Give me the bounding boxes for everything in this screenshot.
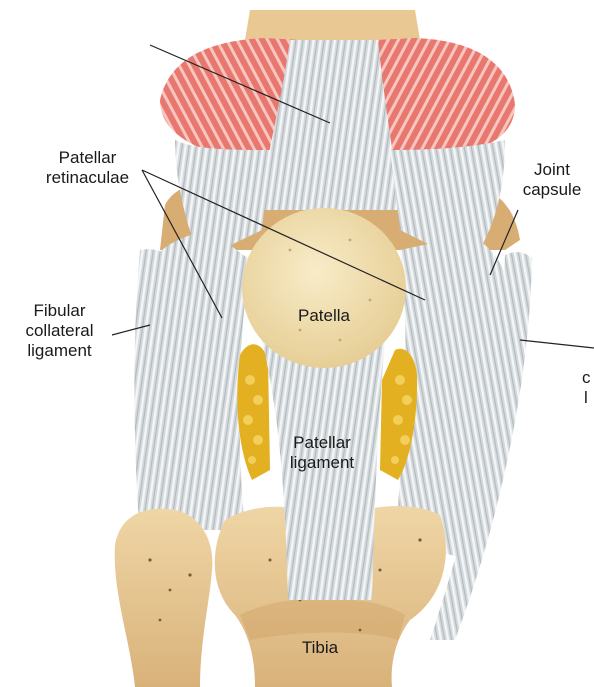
fibula-head bbox=[115, 509, 213, 687]
label-patellar-retinaculae: Patellar retinaculae bbox=[30, 148, 145, 188]
femur-shaft bbox=[245, 10, 420, 40]
label-joint-capsule: Joint capsule bbox=[510, 160, 594, 200]
label-patellar-ligament: Patellar ligament bbox=[270, 433, 374, 473]
label-patella: Patella bbox=[284, 306, 364, 326]
label-cut-right-line2: l bbox=[584, 388, 594, 408]
leader-cut-right bbox=[520, 340, 594, 348]
label-cut-right-line1: c bbox=[582, 368, 594, 388]
label-tibia: Tibia bbox=[285, 638, 355, 658]
patella-bone bbox=[242, 208, 406, 368]
fibular-collateral-ligament bbox=[134, 249, 170, 540]
label-fibular-collateral-ligament: Fibular collateral ligament bbox=[2, 301, 117, 361]
quadriceps-muscle-right bbox=[375, 38, 515, 150]
